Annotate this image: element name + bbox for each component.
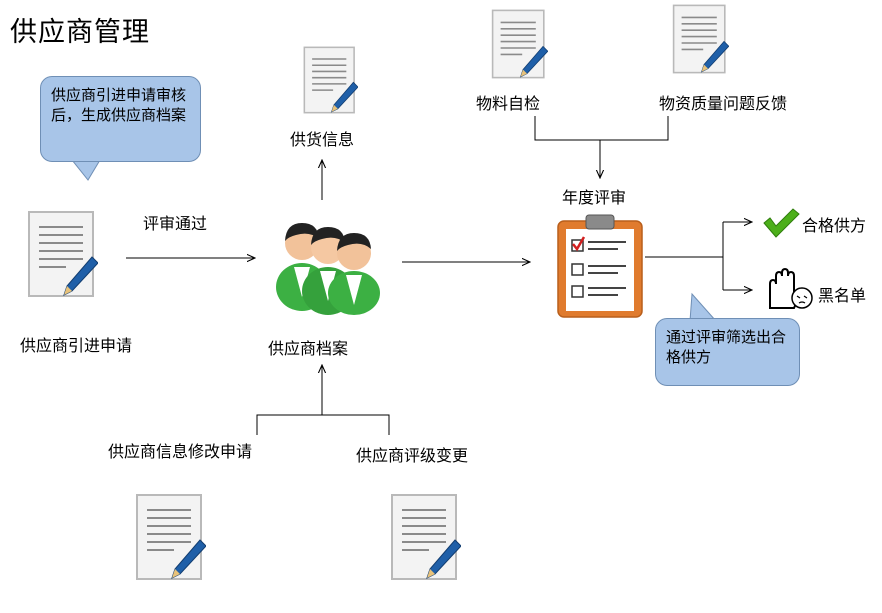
supply-info-label: 供货信息 [290,130,355,149]
review-passed-label: 评审通过 [143,214,208,233]
document-pen-icon [389,488,461,586]
quality-feedback-label: 物资质量问题反馈 [659,94,788,113]
checkmark-icon [763,208,800,238]
qualified-supplier-label: 合格供方 [802,216,867,235]
document-pen-icon [26,205,98,303]
material-self-check-label: 物料自检 [476,94,541,113]
intro-callout: 供应商引进申请审核后，生成供应商档案 [40,76,201,162]
document-pen-icon [302,45,358,115]
document-pen-icon [671,3,729,75]
clipboard-checklist-icon [557,214,643,318]
document-pen-icon [490,8,548,80]
callout-tail [71,160,101,181]
document-pen-icon [134,488,206,586]
intro-application-label: 供应商引进申请 [20,336,133,355]
rating-change-label: 供应商评级变更 [356,446,469,465]
info-change-label: 供应商信息修改申请 [108,442,253,461]
supplier-file-label: 供应商档案 [268,339,349,358]
people-group-icon [276,223,380,315]
merge-top-bracket [534,116,669,141]
blacklist-label: 黑名单 [818,286,867,305]
review-callout: 通过评审筛选出合格供方 [655,318,800,386]
annual-review-label: 年度评审 [562,188,627,207]
page-title: 供应商管理 [10,17,150,48]
stop-hand-icon [769,268,813,309]
merge-bottom-bracket [256,414,390,435]
